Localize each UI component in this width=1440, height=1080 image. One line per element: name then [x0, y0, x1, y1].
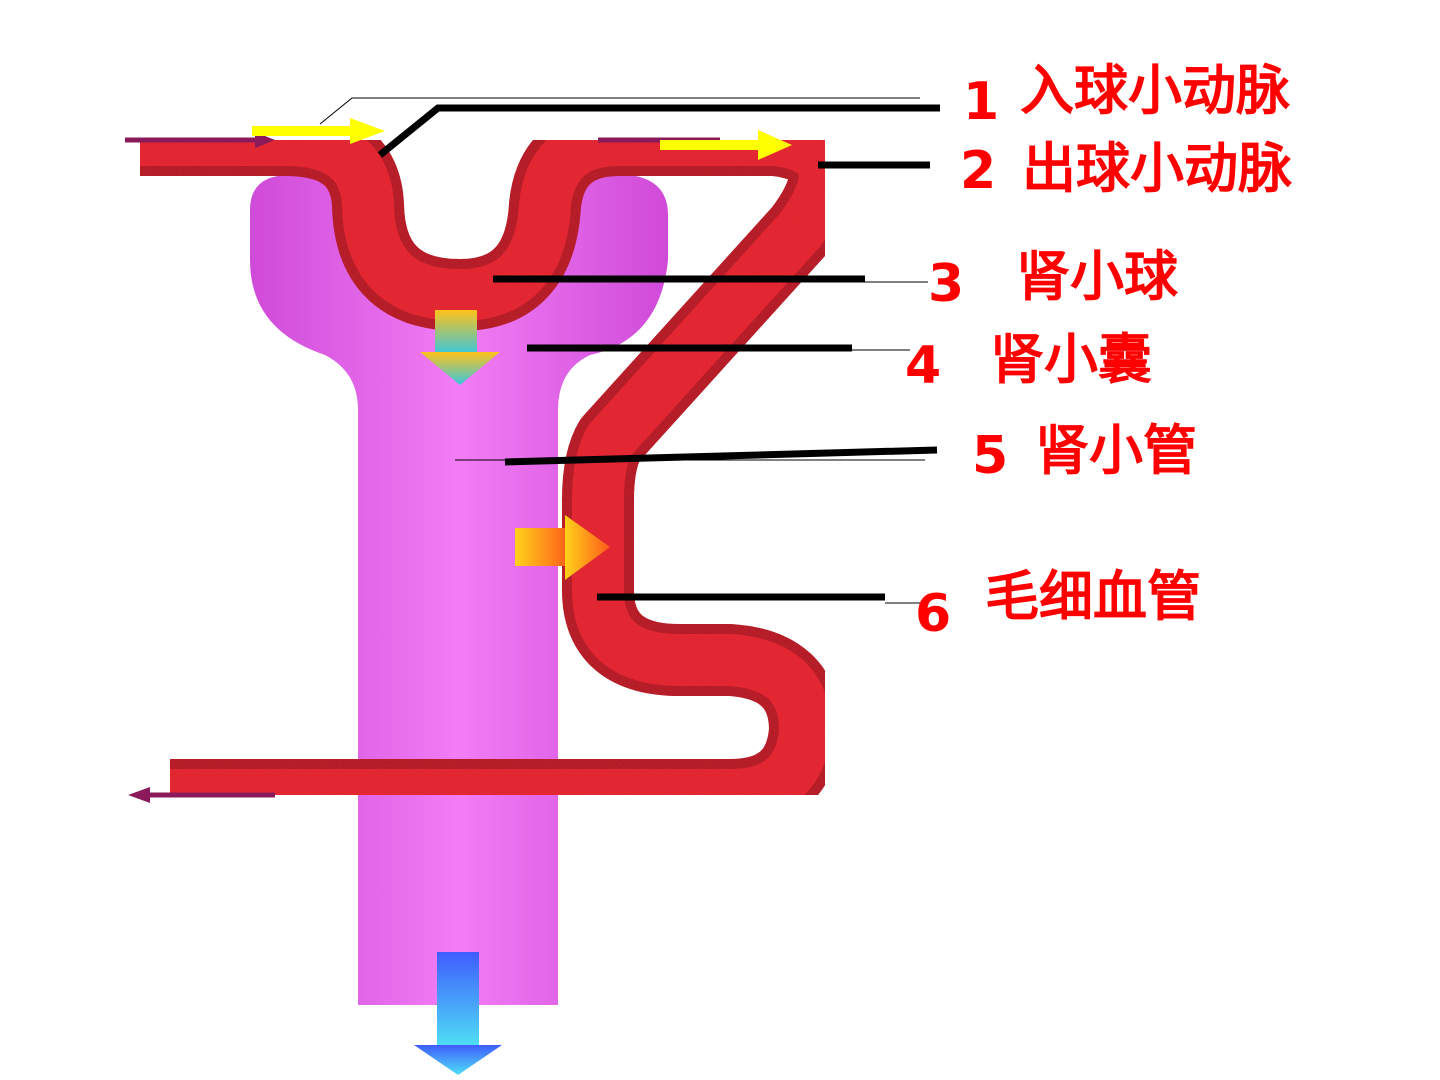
- label-4-number: 4: [905, 336, 942, 396]
- reabsorption-arrow: [515, 515, 610, 580]
- label-4-text-wrap: 肾小囊: [990, 333, 1152, 387]
- label-3-text-wrap: 肾小球: [1016, 250, 1178, 304]
- label-5-text-wrap: 肾小管: [1035, 424, 1197, 478]
- label-3-text: 肾小球: [1016, 245, 1178, 308]
- label-1-text-wrap: 入球小动脉: [1020, 64, 1290, 118]
- renal-tubule-shape: [250, 175, 668, 1005]
- label-5: 5: [972, 430, 1008, 482]
- vein-outflow-arrow: [128, 787, 275, 803]
- label-2: 2: [960, 145, 996, 197]
- urine-outflow-arrow: [414, 952, 502, 1075]
- label-5-text: 肾小管: [1035, 419, 1197, 482]
- label-3-number: 3: [928, 254, 965, 314]
- label-6-text-wrap: 毛细血管: [985, 570, 1201, 624]
- label-5-number: 5: [972, 426, 1009, 486]
- afferent-flow-arrow: [125, 118, 385, 148]
- leader-lines: [319, 97, 940, 604]
- label-1: 1: [963, 76, 999, 128]
- label-4: 4: [905, 340, 941, 392]
- label-2-text: 出球小动脉: [1022, 137, 1292, 200]
- label-2-text-wrap: 出球小动脉: [1022, 142, 1292, 196]
- label-6-number: 6: [915, 584, 952, 644]
- efferent-flow-arrow: [598, 130, 792, 160]
- label-6-text: 毛细血管: [985, 565, 1201, 628]
- label-6: 6: [915, 588, 951, 640]
- filtration-arrow: [420, 310, 500, 385]
- label-1-number: 1: [963, 72, 1000, 132]
- label-3: 3: [928, 258, 964, 310]
- label-2-number: 2: [960, 141, 997, 201]
- blood-vessel-path: [140, 104, 861, 831]
- leader-line-1: [377, 104, 940, 158]
- label-4-text: 肾小囊: [990, 328, 1152, 391]
- label-1-text: 入球小动脉: [1020, 59, 1290, 122]
